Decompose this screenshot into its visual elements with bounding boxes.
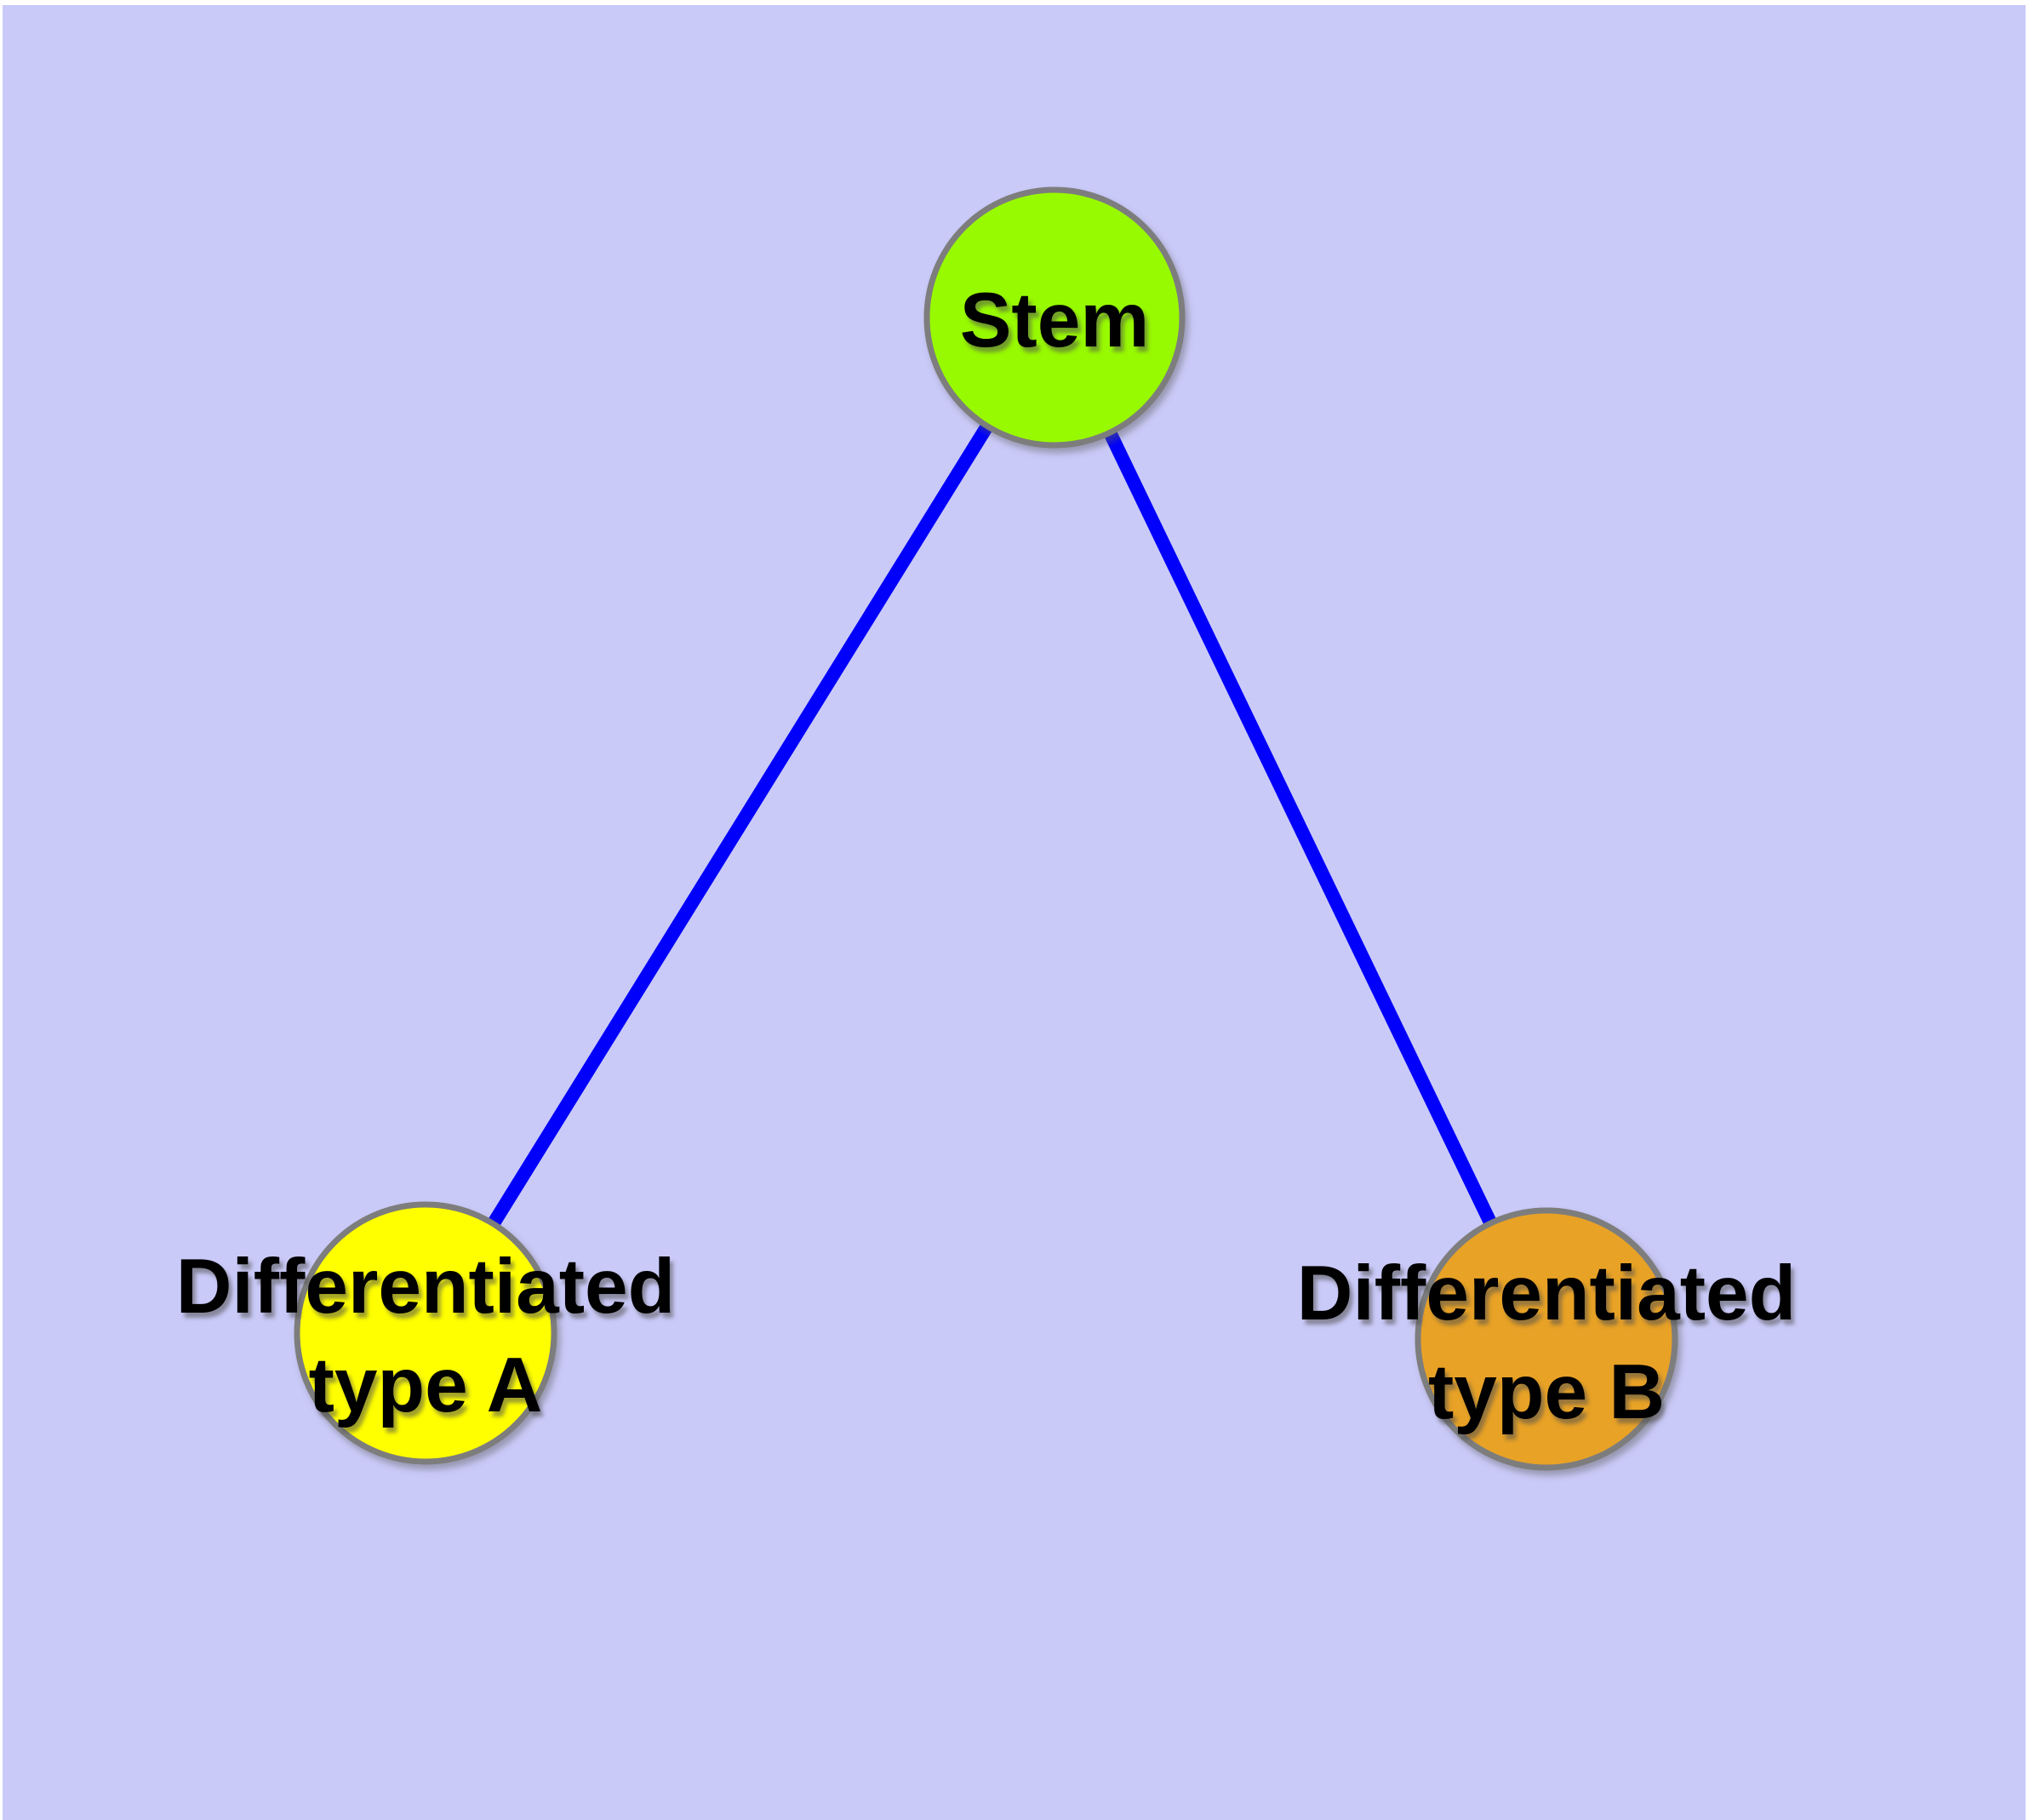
node-labels: Stem Differentiated type A Differentiate… (176, 278, 1797, 1435)
node-differentiated-type-b (1415, 1207, 1678, 1471)
nodes (294, 186, 1678, 1471)
edges (419, 311, 1553, 1346)
node-stem (923, 186, 1186, 449)
node-label-type-a-line2: type A (309, 1342, 543, 1428)
edge-stem-to-type-a (419, 311, 1061, 1340)
node-label-stem: Stem (960, 278, 1150, 363)
node-differentiated-type-a (294, 1201, 557, 1465)
edge-stem-to-type-b (1048, 311, 1553, 1346)
node-label-type-a-line1: Differentiated (176, 1244, 676, 1330)
node-label-type-b-line1: Differentiated (1297, 1251, 1797, 1336)
node-label-type-b-line2: type B (1428, 1349, 1665, 1435)
